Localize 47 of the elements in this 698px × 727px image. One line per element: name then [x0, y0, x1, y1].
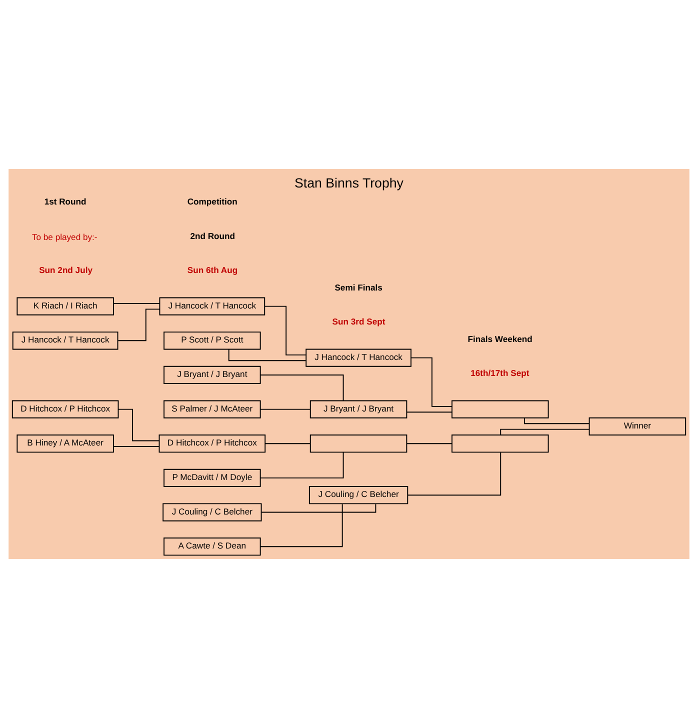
label: 16th/17th Sept — [470, 368, 530, 378]
node-box: J Bryant / J Bryant — [310, 400, 408, 418]
node-box — [452, 434, 549, 452]
node-box: D Hitchcox / P Hitchcox — [158, 434, 266, 452]
node-box: P Scott / P Scott — [164, 331, 261, 350]
label: Sun 6th Aug — [187, 264, 238, 275]
connector — [407, 452, 502, 496]
label: 2nd Round — [190, 230, 236, 240]
connector — [406, 442, 452, 444]
connector — [264, 442, 311, 444]
label: Semi Finals — [334, 282, 382, 292]
node-box: J Couling / C Belcher — [308, 486, 408, 504]
connector — [118, 408, 160, 441]
connector — [260, 408, 311, 410]
connector — [260, 374, 344, 401]
node-box: J Hancock / T Hancock — [159, 296, 266, 315]
label: To be played by:- — [32, 231, 98, 242]
node-box: D Hitchcox / P Hitchcox — [12, 400, 119, 418]
node-box: J Hancock / T Hancock — [12, 331, 118, 350]
connector — [261, 503, 376, 512]
node-box: S Palmer / J McAteer — [164, 400, 261, 418]
connector — [406, 411, 452, 412]
connector — [228, 348, 306, 361]
node-box: P McDavitt / M Doyle — [164, 468, 261, 486]
label: Sun 2nd July — [39, 264, 92, 275]
connector — [260, 503, 343, 547]
node-box — [452, 400, 549, 418]
connector — [260, 451, 344, 478]
connector — [113, 302, 160, 304]
node-box: A Cawte / S Dean — [164, 537, 261, 556]
connector — [264, 305, 306, 355]
node-box: J Hancock / T Hancock — [306, 348, 412, 366]
label: Sun 3rd Sept — [332, 316, 386, 326]
connector — [118, 308, 160, 341]
node-box: K Riach / I Riach — [16, 296, 114, 315]
connector — [410, 356, 452, 406]
label: 1st Round — [44, 196, 86, 206]
node-box: J Couling / C Belcher — [162, 502, 262, 521]
node-box: B Hiney / A McAteer — [16, 434, 114, 452]
connector — [500, 428, 590, 435]
label: Competition — [187, 196, 238, 206]
label: Finals Weekend — [468, 333, 532, 344]
diagram-title: Stan Binns Trophy — [294, 174, 404, 190]
node-box — [310, 434, 408, 452]
connector — [524, 417, 590, 424]
node-box: Winner — [588, 416, 686, 436]
node-box: J Bryant / J Bryant — [164, 365, 261, 384]
